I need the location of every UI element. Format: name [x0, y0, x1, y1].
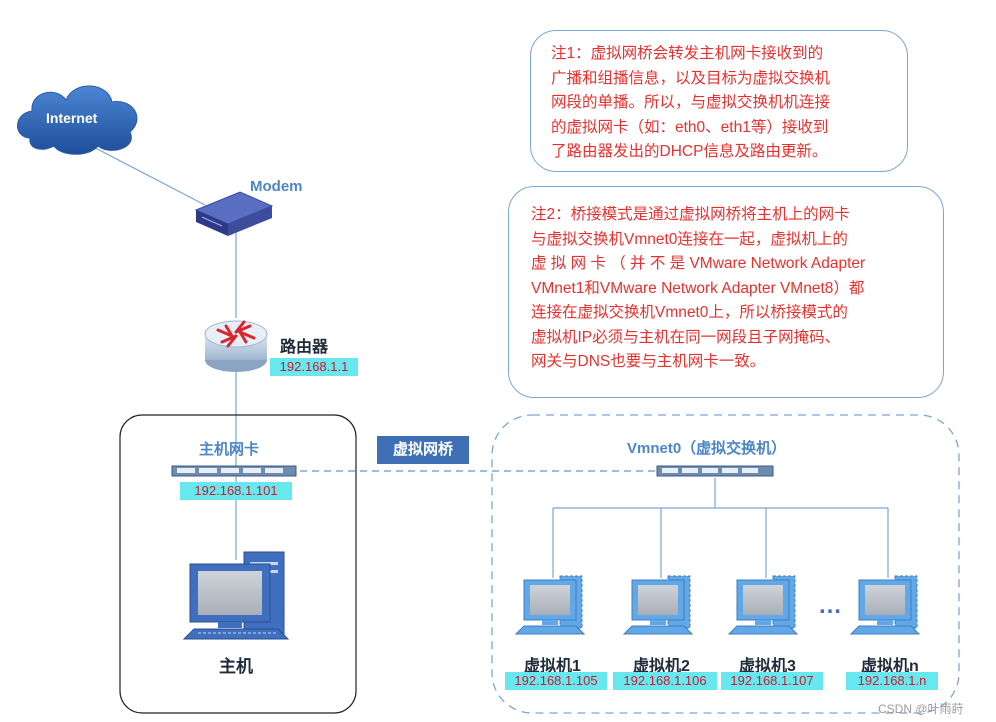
vmnet0-switch-icon	[656, 465, 774, 477]
vmn-ip: 192.168.1.n	[846, 672, 938, 690]
note-2-line: 网关与DNS也要与主机网卡一致。	[531, 353, 766, 370]
internet-label: Internet	[46, 110, 98, 126]
vm3-label: 虚拟机3	[739, 658, 796, 675]
note-2-line: 虚拟机IP必须与主机在同一网段且子网掩码、	[531, 328, 841, 346]
host-container	[119, 414, 357, 714]
vm2-label: 虚拟机2	[633, 658, 690, 675]
note-2-line: VMnet1和VMware Network Adapter VMnet8）都	[531, 279, 865, 297]
internet-modem-link	[79, 139, 206, 206]
note-1-callout: 注1：虚拟网桥会转发主机网卡接收到的 广播和组播信息，以及目标为虚拟交换机 网段…	[530, 30, 908, 172]
vm2-ip: 192.168.1.106	[613, 672, 717, 690]
vmn-label: 虚拟机n	[861, 658, 919, 675]
vm3-computer-icon	[727, 575, 799, 635]
vm-container	[491, 414, 960, 714]
note-1-line: 了路由器发出的DHCP信息及路由更新。	[551, 143, 828, 160]
router-label: 路由器	[280, 339, 329, 356]
vm1-computer-icon	[514, 575, 586, 635]
host-nic-ip: 192.168.1.101	[180, 482, 292, 500]
note-1-line: 广播和组播信息，以及目标为虚拟交换机	[551, 69, 831, 87]
note-2-line: 虚 拟 网 卡 （ 并 不 是 VMware Network Adapter	[531, 255, 866, 272]
vmn-computer-icon	[849, 575, 921, 635]
host-label: 主机	[219, 657, 253, 676]
note-2-callout: 注2：桥接模式是通过虚拟网桥将主机上的网卡 与虚拟交换机Vmnet0连接在一起，…	[508, 186, 944, 398]
router-icon	[204, 320, 268, 372]
watermark: CSDN @叶雨莳	[878, 702, 964, 716]
vm-ellipsis: …	[818, 592, 842, 619]
vm2-computer-icon	[622, 575, 694, 635]
vm3-ip: 192.168.1.107	[721, 672, 823, 690]
modem-icon	[194, 191, 274, 236]
note-2-line: 连接在虚拟交换机Vmnet0上，所以桥接模式的	[531, 304, 848, 321]
host-nic-icon	[171, 465, 297, 477]
host-computer-icon	[182, 551, 290, 640]
vm1-label: 虚拟机1	[524, 658, 581, 675]
note-1-line: 的虚拟网卡（如：eth0、eth1等）接收到	[551, 118, 829, 136]
note-2-line: 注2：桥接模式是通过虚拟网桥将主机上的网卡	[531, 206, 850, 223]
internet-cloud-icon	[17, 85, 138, 155]
vmnet0-label: Vmnet0（虚拟交换机）	[627, 440, 787, 457]
note-1-line: 注1：虚拟网桥会转发主机网卡接收到的	[551, 45, 824, 62]
host-nic-label: 主机网卡	[199, 441, 260, 458]
router-ip: 192.168.1.1	[270, 358, 358, 376]
virtual-bridge-label: 虚拟网桥	[377, 436, 469, 464]
note-1-line: 网段的单播。所以，与虚拟交换机机连接	[551, 94, 831, 111]
vm1-ip: 192.168.1.105	[505, 672, 607, 690]
note-2-line: 与虚拟交换机Vmnet0连接在一起，虚拟机上的	[531, 230, 848, 248]
modem-label: Modem	[250, 178, 303, 195]
